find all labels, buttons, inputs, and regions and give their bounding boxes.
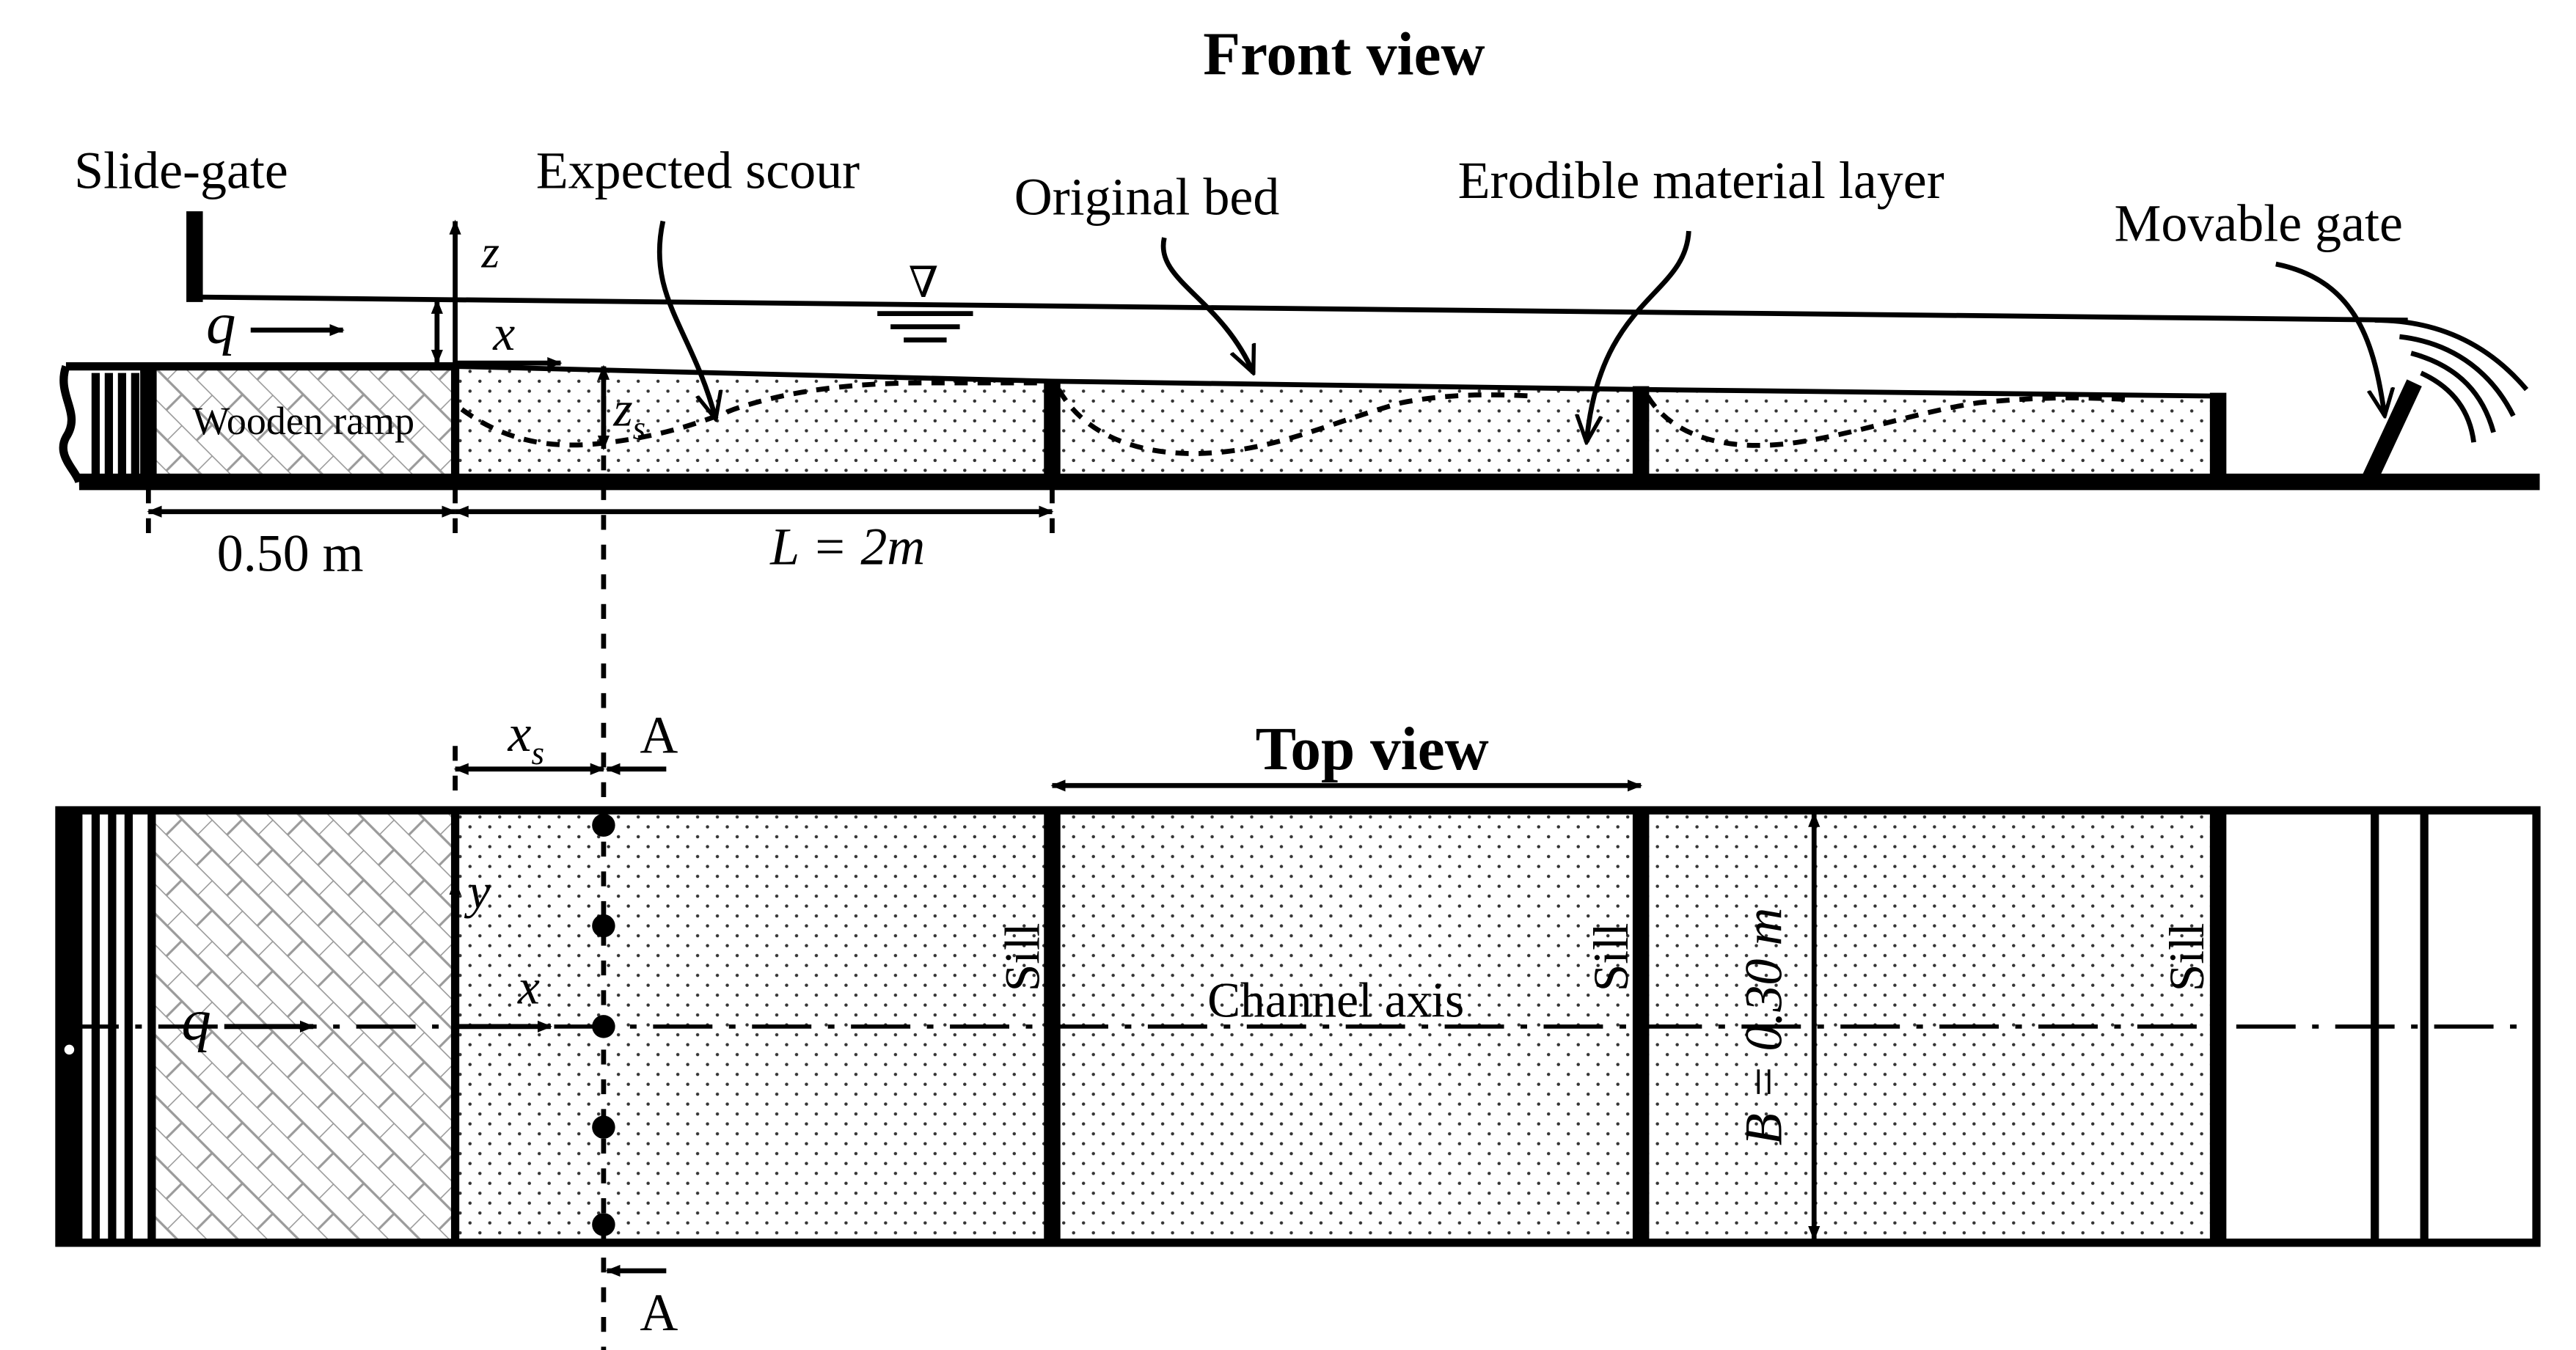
wooden-ramp-label: Wooden ramp: [192, 399, 414, 443]
section-a-bottom-label: A: [640, 1283, 678, 1342]
channel-axis-label: Channel axis: [1207, 972, 1464, 1027]
expected-scour-leader: [656, 220, 716, 419]
bed-surface: [455, 364, 2219, 399]
erodible-section-2: [1052, 381, 1642, 483]
top-view-title: Top view: [1256, 716, 1489, 783]
movable-gate-leader: [2275, 261, 2385, 416]
measurement-point: [592, 1015, 615, 1038]
water-surface-symbol: ∇: [877, 259, 973, 343]
width-label: B = 0.30 m: [1734, 908, 1793, 1146]
erodible-layer-leader: [1587, 230, 1691, 442]
water-jet: [2374, 318, 2529, 443]
front-view-title: Front view: [1203, 21, 1485, 88]
flow-symbol-front: q: [206, 290, 235, 356]
inlet-axis-dot: [64, 1044, 75, 1055]
sill-label-3: Sill: [2159, 922, 2214, 991]
original-bed-leader: [1160, 237, 1254, 373]
original-bed-label: Original bed: [1014, 168, 1280, 227]
flow-symbol-top: q: [181, 987, 211, 1053]
slide-gate-label: Slide-gate: [74, 142, 288, 200]
front-view: Front view Wooden ramp: [59, 21, 2540, 583]
scour-profile-2: [1056, 388, 1534, 456]
scour-profile-3: [1645, 395, 2128, 448]
z-axis-label: z: [481, 227, 500, 278]
scour-depth-label: zs: [612, 382, 645, 447]
top-erodible-3: [1641, 810, 2219, 1243]
top-view: Top view Channel axis Sill Sill Sill: [55, 704, 2541, 1342]
measurement-point: [592, 1213, 615, 1236]
sill-label-2: Sill: [1584, 922, 1639, 991]
erodible-layer-label: Erodible material layer: [1458, 151, 1944, 210]
x-axis-top-label: x: [517, 959, 540, 1014]
xs-label: xs: [508, 704, 544, 771]
measurement-point: [592, 914, 615, 938]
measurement-point: [592, 1115, 615, 1139]
x-axis-front-label: x: [492, 306, 515, 361]
ramp-length-label: 0.50 m: [217, 524, 364, 583]
scour-profile-1: [460, 380, 1049, 448]
svg-text:∇: ∇: [909, 259, 939, 307]
measurement-point: [592, 813, 615, 837]
sill-label-1: Sill: [995, 922, 1050, 991]
reach-length-label: L = 2m: [769, 518, 925, 576]
inlet-stripes: [59, 362, 157, 486]
water-surface: [197, 294, 2408, 323]
measurement-points: [592, 813, 615, 1236]
y-axis-label: y: [464, 864, 491, 919]
movable-gate: [2360, 379, 2422, 485]
movable-gate-label: Movable gate: [2114, 194, 2402, 253]
erodible-section-3: [1641, 389, 2219, 483]
expected-scour-label: Expected scour: [536, 142, 860, 200]
section-a-top-label: A: [640, 705, 678, 764]
